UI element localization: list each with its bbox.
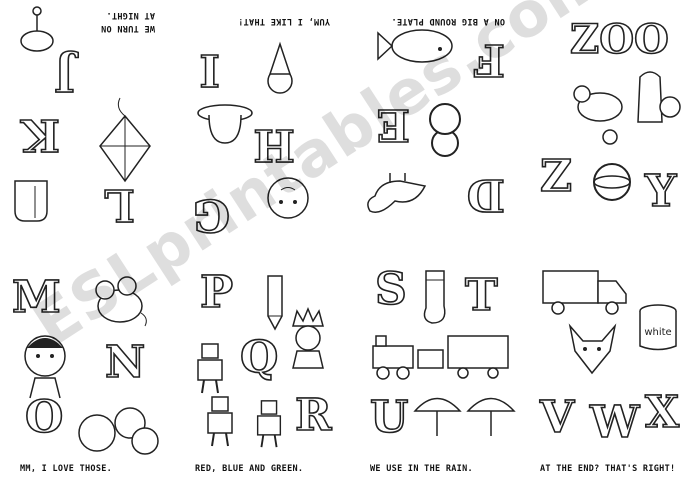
- umbrella-icon: [410, 386, 520, 446]
- letter-s: S: [374, 264, 407, 315]
- letter-m: M: [11, 272, 61, 323]
- letter-x: X: [644, 387, 680, 438]
- animals-icon: [570, 62, 685, 147]
- panel-yz: ZOO Z Y: [525, 0, 700, 246]
- fish-icon: [375, 21, 460, 71]
- letter-i: I: [199, 43, 221, 96]
- dinosaur-icon: [360, 171, 430, 231]
- fox-icon: [565, 321, 620, 376]
- paint-can-label: white: [644, 327, 671, 338]
- robot-icon: [200, 394, 240, 449]
- letter-d: D: [466, 168, 506, 221]
- truck-icon: [540, 266, 630, 316]
- panel-pqr: P Q R RED, BLUE AND GREEN.: [175, 246, 350, 492]
- zoo-word: ZOO: [569, 16, 669, 63]
- letter-o: O: [24, 392, 64, 443]
- face-icon: [260, 171, 315, 226]
- caption-vwx: AT THE END? THAT'S RIGHT!: [540, 464, 676, 474]
- panel-ghi: YUM, I LIKE THAT! G H I: [175, 0, 350, 246]
- letter-v: V: [539, 392, 575, 443]
- queen-icon: [285, 306, 330, 371]
- paint-can-icon: white: [633, 301, 683, 356]
- letter-u: U: [369, 392, 409, 443]
- ice-cream-icon: [260, 41, 300, 96]
- oranges-icon: [75, 401, 165, 456]
- letter-p: P: [199, 267, 234, 318]
- hat-icon: [195, 101, 255, 151]
- caption-jkl: WE TURN ON AT NIGHT.: [100, 10, 155, 33]
- panel-mno: M N O MM, I LOVE THOSE.: [0, 246, 175, 492]
- robot-icon: [250, 398, 288, 450]
- train-icon: [368, 328, 513, 383]
- letter-t: T: [464, 270, 498, 321]
- lamp-icon: [10, 6, 65, 61]
- letter-y: Y: [644, 166, 677, 217]
- pencil-icon: [260, 271, 290, 331]
- mouse-icon: [85, 268, 150, 328]
- panel-jkl: WE TURN ON AT NIGHT. J K L: [0, 0, 175, 246]
- boy-icon: [15, 328, 75, 403]
- letter-w: W: [589, 397, 640, 448]
- yoyo-icon: [590, 160, 635, 205]
- robot-icon: [190, 341, 230, 396]
- caption-ghi: YUM, I LIKE THAT!: [237, 16, 330, 26]
- panel-def: ON A BIG ROUND PLATE. D E F: [350, 0, 525, 246]
- panel-vwx: white V W X AT THE END? THAT'S RIGHT!: [525, 246, 700, 492]
- sock-icon: [418, 268, 453, 328]
- letter-n: N: [104, 337, 146, 388]
- letter-l: L: [103, 178, 136, 231]
- caption-mno: MM, I LOVE THOSE.: [20, 464, 113, 474]
- letter-r: R: [294, 390, 332, 441]
- kite-icon: [95, 96, 155, 186]
- eight-icon: [420, 101, 470, 161]
- panel-stu: S T U WE USE IN THE RAIN.: [350, 246, 525, 492]
- glove-icon: [10, 176, 55, 226]
- letter-z: Z: [539, 151, 573, 202]
- caption-stu: WE USE IN THE RAIN.: [370, 464, 473, 474]
- caption-pqr: RED, BLUE AND GREEN.: [195, 464, 304, 474]
- letter-k: K: [21, 108, 61, 161]
- letter-q: Q: [239, 332, 279, 383]
